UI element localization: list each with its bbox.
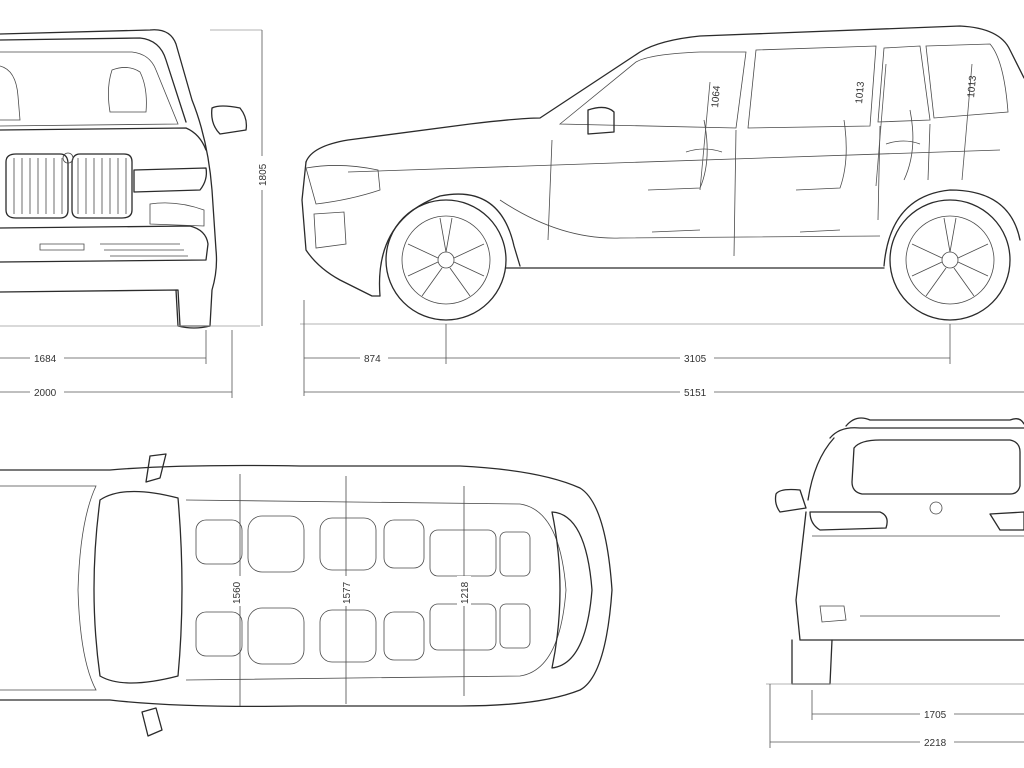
- rear-dimension-lines: [769, 684, 1024, 749]
- front-dimension-lines: [0, 30, 269, 399]
- top-view-seats: [195, 515, 531, 665]
- side-dimension-lines: [303, 63, 1024, 399]
- length-label: 5151: [684, 388, 707, 399]
- headroom-row2-label: 1013: [854, 81, 867, 105]
- front-width-label: 2000: [34, 388, 57, 399]
- top-dimension-lines: [229, 576, 471, 606]
- shoulder-row2-label: 1577: [342, 581, 353, 604]
- front-overhang-label: 874: [364, 354, 381, 365]
- headroom-row1-label: 1064: [710, 85, 723, 109]
- height-label: 1805: [258, 163, 269, 186]
- headroom-row3-label: 1013: [966, 75, 979, 99]
- kidney-grille: [5, 153, 133, 219]
- rear-width-label: 2218: [924, 738, 947, 749]
- front-view: [0, 29, 262, 329]
- rear-wheel: [889, 199, 1011, 321]
- rear-track-label: 1705: [924, 710, 947, 721]
- top-view: [0, 453, 613, 737]
- wheelbase-label: 3105: [684, 354, 707, 365]
- shoulder-row1-label: 1560: [232, 581, 243, 604]
- rear-view: [766, 417, 1024, 685]
- side-view: [300, 25, 1024, 325]
- shoulder-row3-label: 1218: [460, 581, 471, 604]
- front-track-label: 1684: [34, 354, 57, 365]
- front-wheel: [385, 199, 507, 321]
